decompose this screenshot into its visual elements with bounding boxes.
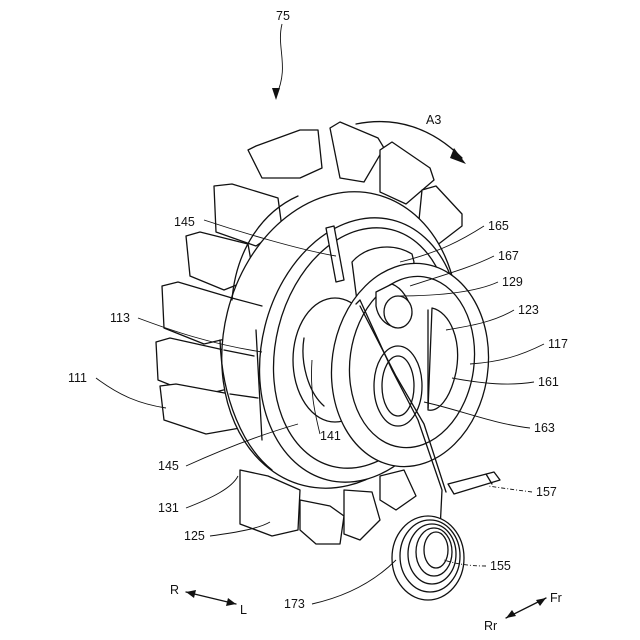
label-157: 157 (536, 485, 557, 499)
label-113: 113 (110, 311, 130, 325)
label-167: 167 (498, 249, 519, 263)
direction-label-r: R (170, 583, 179, 597)
assembly-arrowhead (272, 88, 280, 100)
label-145-top: 145 (174, 215, 195, 229)
label-141: 141 (320, 429, 341, 443)
label-111: 111 (68, 371, 87, 385)
label-129: 129 (502, 275, 523, 289)
label-155: 155 (490, 559, 511, 573)
label-123: 123 (518, 303, 539, 317)
label-145-bottom: 145 (158, 459, 179, 473)
direction-label-fr: Fr (550, 591, 562, 605)
direction-r-l-arrow (186, 590, 236, 606)
label-165: 165 (488, 219, 509, 233)
assembly-label: 75 (276, 9, 290, 23)
label-163: 163 (534, 421, 555, 435)
assembly-leader (276, 24, 282, 96)
label-117: 117 (548, 337, 568, 351)
label-173: 173 (284, 597, 305, 611)
label-131: 131 (158, 501, 179, 515)
direction-label-rr: Rr (484, 619, 497, 633)
rotation-label: A3 (426, 113, 441, 127)
direction-fr-rr-arrow (506, 598, 546, 618)
label-161: 161 (538, 375, 559, 389)
direction-label-l: L (240, 603, 247, 617)
label-125: 125 (184, 529, 205, 543)
